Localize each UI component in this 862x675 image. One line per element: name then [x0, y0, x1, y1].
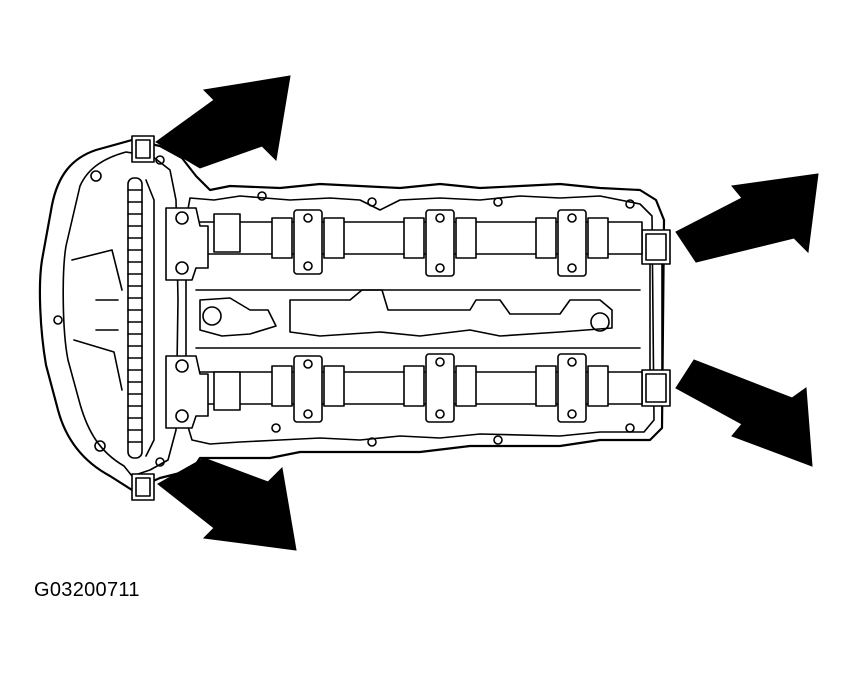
- upper-cam-cap-3: [557, 209, 587, 277]
- callout-arrow-top-right: [675, 173, 819, 263]
- cover-bolt-hole-5: [155, 457, 165, 467]
- seal-bottom-left-inner: [135, 477, 151, 497]
- upper-sprocket-bolt-1: [175, 211, 189, 225]
- figure-code: G03200711: [34, 579, 140, 601]
- seal-top-right-inner: [645, 233, 667, 261]
- center-hole-right: [590, 312, 610, 332]
- callout-arrow-top-left: [155, 75, 291, 169]
- lower-cap3-bolt-a: [567, 357, 577, 367]
- upper-cap3-bolt-b: [567, 263, 577, 273]
- upper-cap1-bolt-b: [303, 261, 313, 271]
- lower-sprocket-bolt-2: [175, 409, 189, 423]
- upper-cam-cap-1: [293, 209, 323, 275]
- lower-cam-cap-3: [557, 353, 587, 423]
- lower-cap3-bolt-b: [567, 409, 577, 419]
- head-outer-outline: [38, 138, 666, 492]
- cylinder-head-illustration: [38, 75, 819, 551]
- upper-cam-lobe-6: [535, 217, 557, 259]
- upper-cap2-bolt-b: [435, 263, 445, 273]
- lower-cam-lobe-5: [455, 365, 477, 407]
- head-bolt-hole-3: [493, 197, 503, 207]
- cover-bolt-hole-1: [90, 170, 102, 182]
- seal-top-left-inner: [135, 139, 151, 159]
- right-end-link: [649, 263, 663, 371]
- lower-cam-lobe-1: [213, 371, 241, 411]
- seal-bottom-left: [131, 473, 155, 501]
- upper-camshaft-sprocket: [165, 207, 209, 281]
- upper-cam-lobe-2: [271, 217, 293, 259]
- upper-cam-lobe-7: [587, 217, 609, 259]
- upper-cap1-bolt-a: [303, 213, 313, 223]
- upper-cam-lobe-1: [213, 213, 241, 253]
- lower-camshaft-sprocket: [165, 355, 209, 429]
- cover-rib-upper: [71, 249, 123, 291]
- lower-cam-cap-1: [293, 355, 323, 423]
- chain-guide: [145, 179, 155, 457]
- cover-bolt-hole-4: [155, 155, 165, 165]
- center-channel: [289, 289, 613, 337]
- lower-cam-lobe-3: [323, 365, 345, 407]
- upper-cam-lobe-3: [323, 217, 345, 259]
- callout-arrow-bottom-right: [675, 359, 813, 467]
- upper-sprocket-bolt-2: [175, 261, 189, 275]
- lower-cam-lobe-6: [535, 365, 557, 407]
- cover-rib-mid: [95, 299, 119, 331]
- upper-cap3-bolt-a: [567, 213, 577, 223]
- center-channel-left: [199, 297, 277, 337]
- lower-cap2-bolt-b: [435, 409, 445, 419]
- head-bolt-hole-2: [367, 197, 377, 207]
- upper-cam-lobe-4: [403, 217, 425, 259]
- lower-cap1-bolt-a: [303, 359, 313, 369]
- cover-bolt-hole-3: [94, 440, 106, 452]
- head-bolt-hole-5: [271, 423, 281, 433]
- timing-chain-links: [127, 189, 143, 443]
- head-bolt-hole-7: [493, 435, 503, 445]
- upper-cam-lobe-5: [455, 217, 477, 259]
- head-gasket-line: [185, 195, 655, 445]
- callout-arrow-bottom-left: [157, 457, 297, 551]
- timing-chain: [127, 177, 143, 459]
- seal-top-left: [131, 135, 155, 163]
- lower-cam-lobe-7: [587, 365, 609, 407]
- center-hole-left: [202, 306, 222, 326]
- head-bolt-hole-6: [367, 437, 377, 447]
- timing-cover-inner: [62, 151, 179, 477]
- head-bolt-hole-4: [625, 199, 635, 209]
- head-bolt-hole-1: [257, 191, 267, 201]
- cover-bolt-hole-2: [53, 315, 63, 325]
- lower-cam-cap-2: [425, 353, 455, 423]
- head-bolt-hole-8: [625, 423, 635, 433]
- lower-cam-lobe-4: [403, 365, 425, 407]
- upper-cam-cap-2: [425, 209, 455, 277]
- lower-sprocket-bolt-1: [175, 359, 189, 373]
- lower-cap2-bolt-a: [435, 357, 445, 367]
- lower-cam-lobe-2: [271, 365, 293, 407]
- upper-cap2-bolt-a: [435, 213, 445, 223]
- seal-bottom-right-inner: [645, 373, 667, 403]
- cover-rib-lower: [73, 339, 123, 391]
- lower-cap1-bolt-b: [303, 409, 313, 419]
